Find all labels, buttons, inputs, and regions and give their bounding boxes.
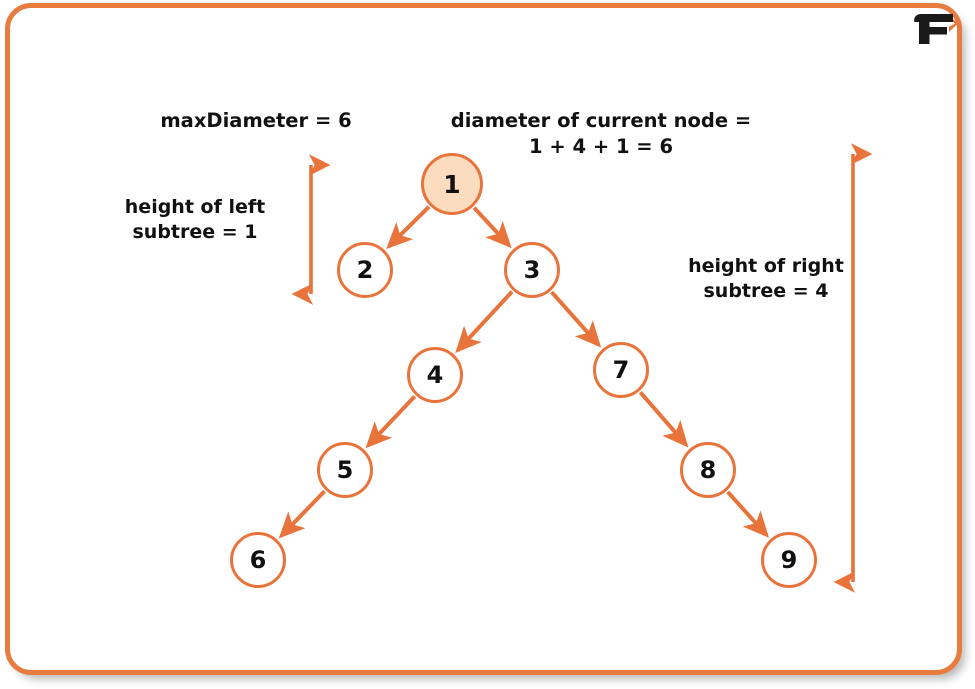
tree-node-label: 7 (612, 356, 630, 384)
tree-node-label: 8 (699, 456, 717, 484)
annotation-current-node-diameter: diameter of current node = 1 + 4 + 1 = 6 (450, 109, 752, 158)
annotation-left-subtree-height: height of left subtree = 1 (124, 196, 266, 244)
tree-node-label: 1 (443, 169, 461, 199)
annotation-max-diameter: maxDiameter = 6 (160, 109, 352, 132)
tree-node-2: 2 (337, 242, 393, 298)
tree-node-9: 9 (761, 532, 817, 588)
annotation-right-subtree-height: height of right subtree = 4 (688, 255, 844, 303)
tree-node-label: 5 (336, 456, 354, 484)
tree-node-4: 4 (407, 347, 463, 403)
tree-node-1: 1 (421, 153, 483, 215)
tree-node-label: 3 (523, 256, 541, 284)
tree-node-8: 8 (680, 442, 736, 498)
card-frame (5, 3, 962, 675)
tree-node-label: 4 (426, 361, 444, 389)
tree-node-5: 5 (317, 442, 373, 498)
tree-node-6: 6 (230, 532, 286, 588)
tree-node-7: 7 (593, 342, 649, 398)
tree-node-label: 9 (780, 546, 798, 574)
tree-node-label: 6 (249, 546, 267, 574)
tree-node-3: 3 (504, 242, 560, 298)
tree-node-label: 2 (356, 256, 374, 284)
f-chevron-logo (908, 6, 966, 50)
